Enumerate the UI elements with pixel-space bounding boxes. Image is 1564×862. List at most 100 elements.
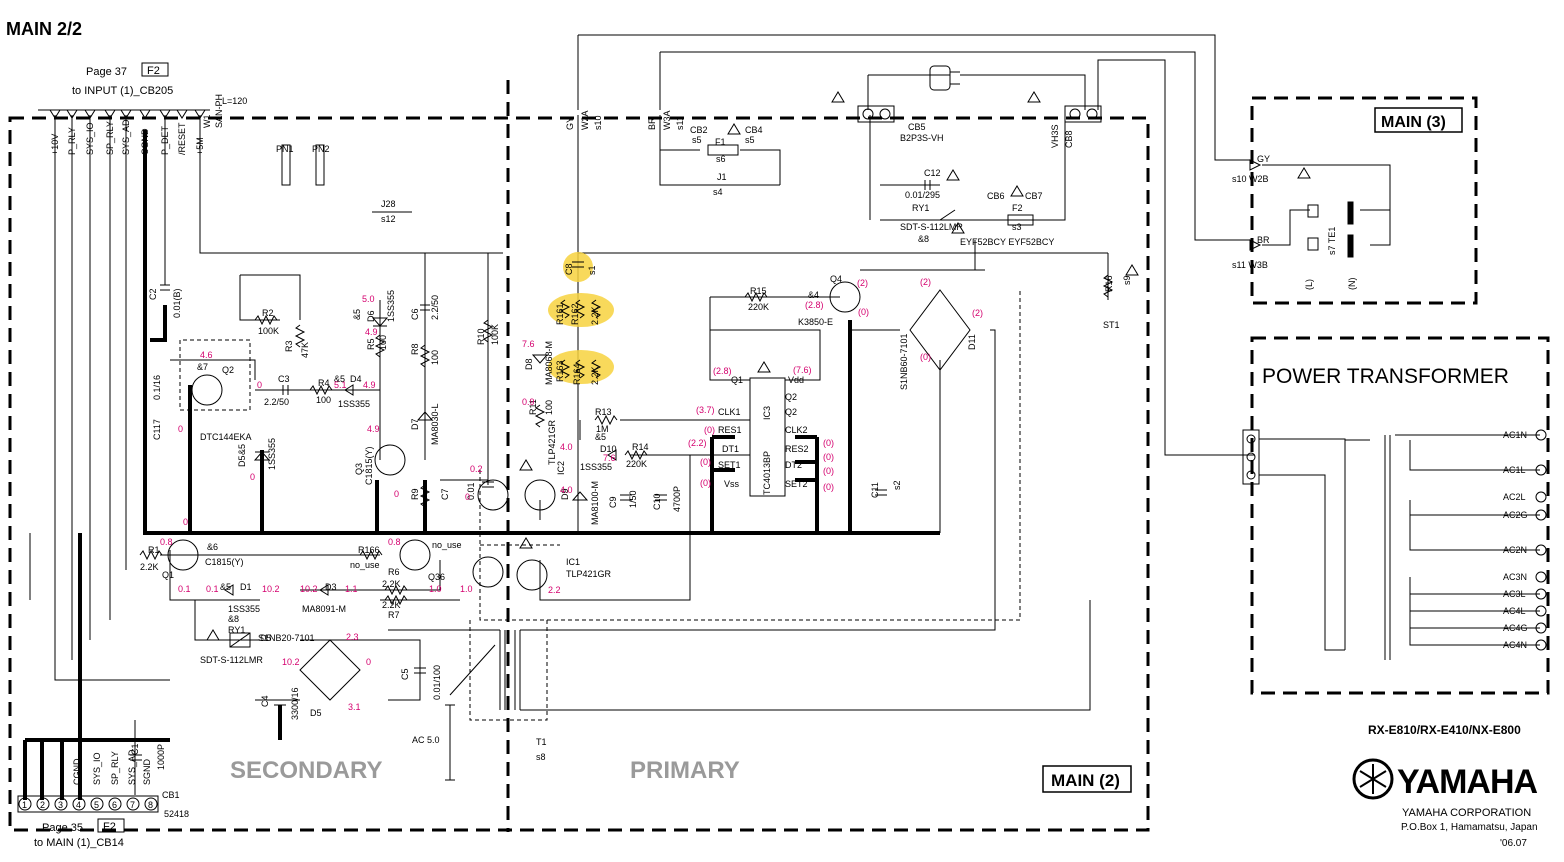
voltage-value: 7.6 (603, 453, 616, 463)
component-label-f1: F1 (715, 137, 726, 147)
transformer-pin-circle (1535, 544, 1547, 556)
main3-te1: s7 TE1 (1327, 227, 1337, 255)
w1-sub: SAN-PH (214, 94, 224, 128)
main2-label: MAIN (2) (1051, 771, 1120, 790)
component-label-q2n: &7 (197, 362, 208, 372)
component-label-ry1pv: SDT-S-112LMR (900, 222, 963, 232)
component-label-d5bv: S1NB20-7101 (258, 633, 315, 643)
bottom-cb: CB1 (162, 790, 180, 800)
component-label-c11s: s2 (892, 480, 902, 490)
transformer-pin-label: AC4L (1503, 606, 1526, 616)
main3-l: (L) (1304, 279, 1314, 290)
voltage-value: 1.1 (345, 584, 358, 594)
component-label-d6n: &5 (352, 309, 362, 320)
voltage-value: 10.2 (282, 657, 300, 667)
component-label-r7: R7 (388, 610, 400, 620)
component-label-d8v: MA8068-M (544, 341, 554, 385)
component-label-r3: R3 (284, 340, 294, 352)
component-label-d1v: 1SS355 (228, 604, 260, 614)
component-label-br: BR (647, 117, 657, 130)
bottom-pin-circle (108, 797, 122, 811)
component-label-d8: D8 (524, 358, 534, 370)
component-label-c2: C2 (148, 288, 158, 300)
voltage-value: 0 (178, 424, 183, 434)
component-label-d5: D5 (237, 455, 247, 467)
bottom-pin-label: SP_RLY (110, 751, 120, 785)
component-label-q36v: no_use (432, 540, 462, 550)
voltage-value: 0 (183, 517, 188, 527)
component-label-d5b: D5 (260, 633, 272, 643)
transformer-pin-circle (1535, 622, 1547, 634)
top-pin-marker (66, 109, 78, 119)
voltage-value: 5.0 (362, 294, 375, 304)
component-label-st1: ST1 (1103, 320, 1120, 330)
voltage-value: 0.2 (470, 464, 483, 474)
main3-s11: s11 W3B (1232, 260, 1268, 270)
component-label-d10n: &5 (595, 432, 606, 442)
component-label-cb5: CB5 (908, 122, 926, 132)
component-label-r4v: 100 (316, 395, 331, 405)
voltage-value: (2.8) (713, 366, 732, 376)
main3-label: MAIN (3) (1381, 114, 1446, 131)
component-label-ry1sv: SDT-S-112LMR (200, 655, 263, 665)
top-pin-marker (104, 109, 116, 119)
component-label-c4: C4 (260, 695, 270, 707)
component-label-r15: R15 (750, 286, 767, 296)
voltage-value: (0) (700, 478, 711, 488)
bottom-pin-number: 1 (22, 800, 27, 810)
component-label-r166: R166 (358, 545, 380, 555)
component-label-cb4: CB4 (745, 125, 763, 135)
component-label-ry1pn: &8 (918, 234, 929, 244)
brand-logo: YAMAHA (1397, 763, 1538, 801)
main3-s10: s10 W2B (1232, 174, 1269, 184)
issue-date: '06.07 (1500, 838, 1527, 849)
t1-transformer (445, 630, 521, 781)
bottom-pin-circle (36, 797, 50, 811)
ic3-pin-right: CLK2 (785, 425, 808, 435)
ic3-pin-left: Q1 (731, 375, 743, 385)
transformer-pin-circle (1535, 639, 1547, 651)
component-label-c12v: 0.01/295 (905, 190, 940, 200)
voltage-value: (0) (823, 482, 834, 492)
component-label-r9: R9 (410, 488, 420, 500)
component-label-s10: s10 (593, 115, 603, 130)
component-label-c9v: 1/50 (628, 490, 638, 508)
main3-wiring (1249, 159, 1391, 258)
voltage-value: (2.2) (688, 438, 707, 448)
top-pin-label: /RESET (177, 122, 187, 155)
transformer-pin-label: AC2N (1503, 545, 1527, 555)
component-label-ic2: IC2 (556, 461, 566, 475)
voltage-value: 7.6 (522, 339, 535, 349)
component-label-ac5: AC 5.0 (412, 735, 440, 745)
component-label-pn2: PN2 (312, 144, 330, 154)
component-label-d1n: &5 (220, 582, 231, 592)
bottom-pin-circle (72, 797, 86, 811)
component-label-r166v: no_use (350, 560, 380, 570)
voltage-value: 4.0 (560, 485, 573, 495)
relay-fuse-symbols (229, 144, 1034, 648)
primary-label: PRIMARY (630, 757, 740, 784)
voltage-value: 0.8 (388, 537, 401, 547)
voltage-value: 0 (366, 657, 371, 667)
top-pin-marker (49, 109, 61, 119)
component-label-c6: C6 (410, 308, 420, 320)
voltage-value: 10.2 (262, 584, 280, 594)
main3-box (1374, 107, 1463, 133)
transformer-pin-label: AC2L (1503, 492, 1526, 502)
ic3-pin-right: RES2 (785, 444, 809, 454)
component-label-r8v: 100 (430, 350, 440, 365)
voltage-value: (0) (858, 307, 869, 317)
bottom-pin-number: 5 (94, 800, 99, 810)
voltage-value: 4.9 (365, 327, 378, 337)
voltage-value: 0.8 (160, 537, 173, 547)
page-title: MAIN 2/2 (6, 19, 82, 39)
ic3-pin-right: Q2 (785, 392, 797, 402)
transformer-pin-label: AC4G (1503, 623, 1528, 633)
bottom-dest: to MAIN (1)_CB14 (34, 837, 124, 849)
component-label-d5v: 1SS355 (267, 438, 277, 470)
component-label-pn1: PN1 (276, 144, 294, 154)
main3-n: (N) (1347, 278, 1357, 291)
component-label-d3v: MA8091-M (302, 604, 346, 614)
